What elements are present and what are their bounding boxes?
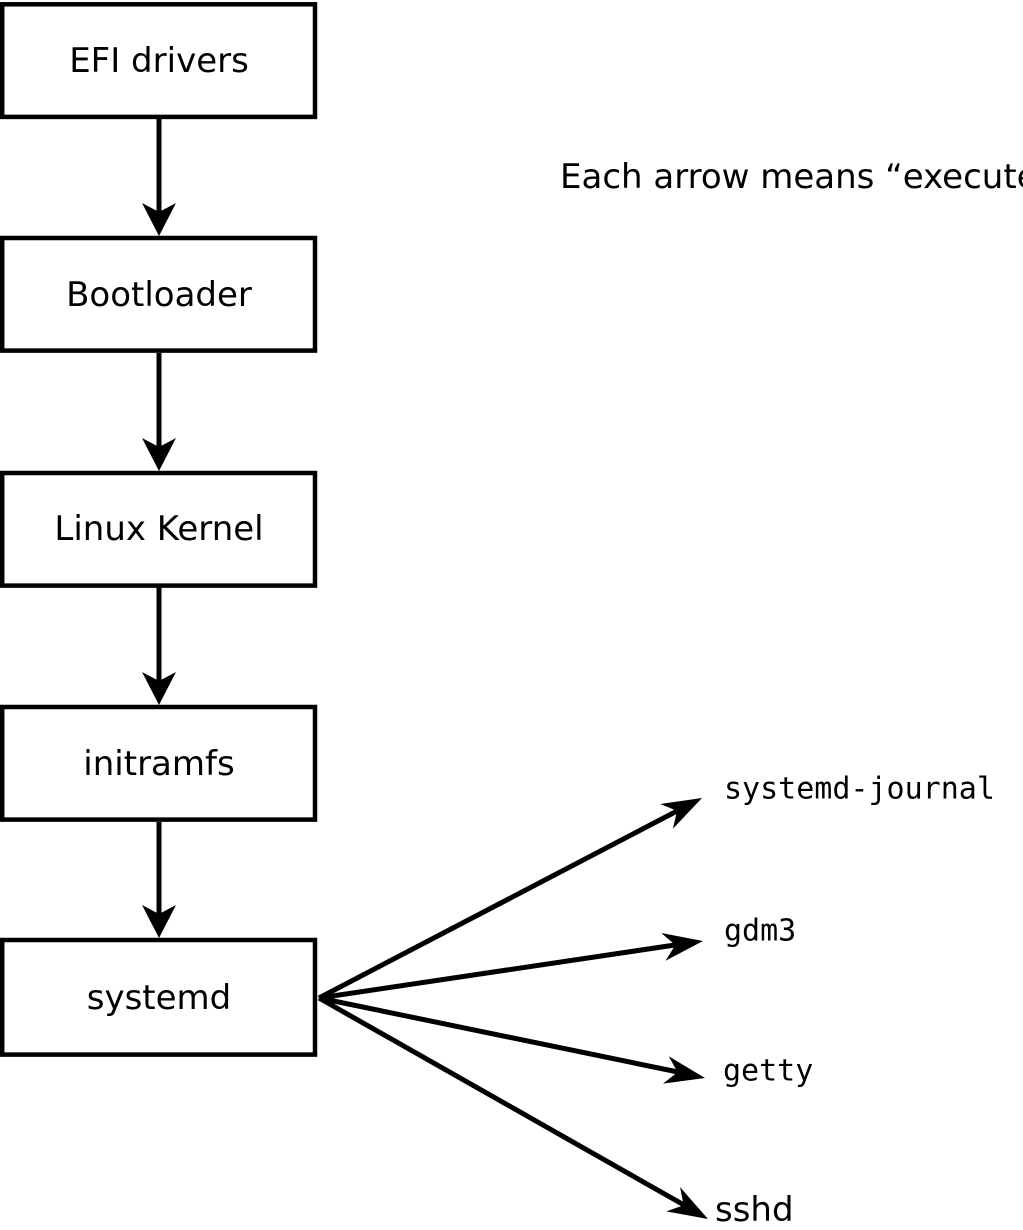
arrow-bootloader-to-kernel bbox=[142, 353, 176, 471]
box-efi-drivers-label: EFI drivers bbox=[69, 41, 249, 81]
arrow-systemd-to-systemd-journal bbox=[317, 798, 702, 1001]
arrow-initramfs-to-systemd bbox=[142, 822, 176, 938]
box-systemd: systemd bbox=[0, 937, 318, 1057]
arrow-efi-to-bootloader bbox=[142, 119, 176, 236]
label-getty: getty bbox=[723, 1054, 813, 1089]
box-initramfs: initramfs bbox=[0, 704, 318, 822]
box-bootloader: Bootloader bbox=[0, 235, 318, 353]
arrow-head bbox=[142, 672, 176, 705]
arrow-systemd-to-sshd bbox=[317, 995, 708, 1219]
box-bootloader-label: Bootloader bbox=[66, 275, 252, 315]
box-linux-kernel: Linux Kernel bbox=[0, 470, 318, 588]
box-efi-drivers-outline bbox=[0, 2, 318, 120]
box-linux-kernel-outline bbox=[0, 470, 318, 588]
arrow-shaft bbox=[317, 808, 679, 1001]
box-initramfs-outline bbox=[0, 704, 318, 822]
label-gdm3: gdm3 bbox=[724, 914, 796, 949]
arrow-head bbox=[661, 933, 703, 961]
box-efi-drivers: EFI drivers bbox=[0, 2, 318, 120]
box-systemd-outline bbox=[0, 937, 318, 1057]
arrow-head bbox=[666, 1187, 708, 1219]
arrow-shaft bbox=[318, 942, 676, 1001]
arrow-head bbox=[142, 438, 176, 471]
arrow-head bbox=[663, 1056, 705, 1084]
label-systemd-journal: systemd-journal bbox=[724, 772, 995, 807]
arrow-shaft bbox=[317, 995, 686, 1208]
arrow-kernel-to-initramfs bbox=[142, 587, 176, 705]
box-bootloader-outline bbox=[0, 235, 318, 353]
arrow-meaning-annotation: Each arrow means “executes”. bbox=[560, 157, 1023, 197]
arrow-systemd-to-getty bbox=[318, 995, 705, 1084]
arrow-head bbox=[142, 905, 176, 938]
box-initramfs-label: initramfs bbox=[83, 744, 234, 784]
arrow-systemd-to-gdm3 bbox=[318, 933, 703, 1001]
box-linux-kernel-label: Linux Kernel bbox=[54, 509, 263, 549]
arrow-head bbox=[142, 203, 176, 236]
arrow-head bbox=[660, 798, 702, 829]
arrow-shaft bbox=[318, 995, 679, 1075]
box-systemd-label: systemd bbox=[87, 978, 232, 1018]
label-sshd: sshd bbox=[715, 1190, 794, 1230]
